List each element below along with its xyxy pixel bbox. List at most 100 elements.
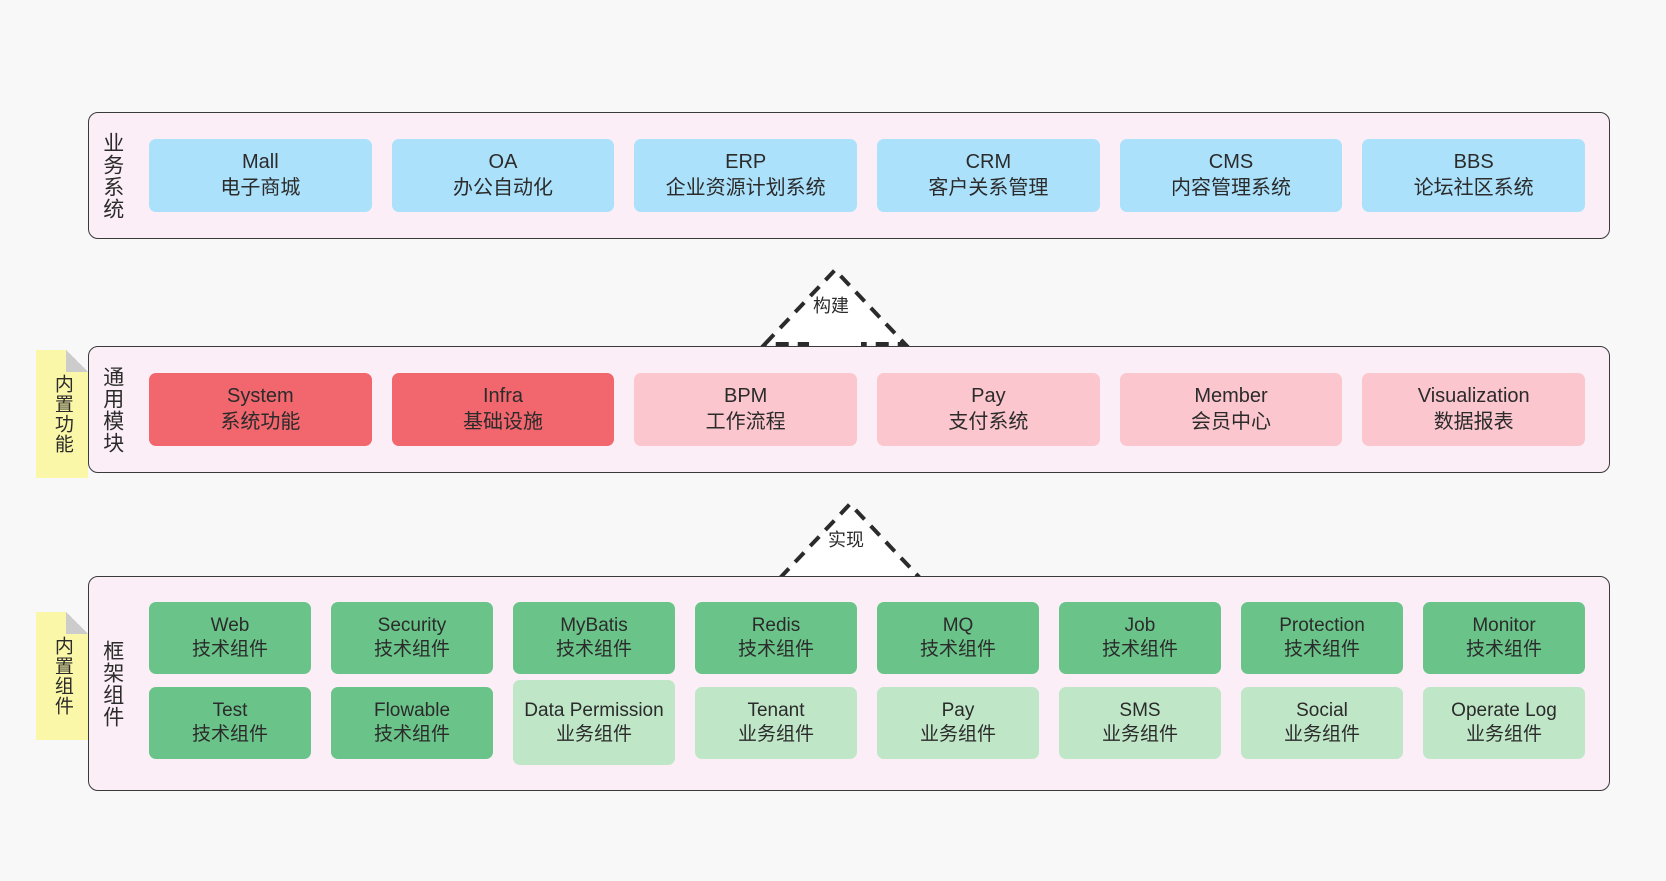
layer-framework-title: 框架组件 — [100, 639, 124, 728]
node-mall-cn: 电子商城 — [220, 176, 301, 199]
node-operate-log-en: Operate Log — [1451, 700, 1557, 722]
node-test-cn: 技术组件 — [191, 724, 268, 745]
arrow-build: 构建 — [745, 256, 925, 398]
node-protection-cn: 技术组件 — [1283, 639, 1360, 660]
node-sms[interactable]: SMS 业务组件 — [1059, 687, 1221, 759]
note-builtin-functions-label: 内置功能 — [51, 374, 73, 454]
node-monitor-cn: 技术组件 — [1465, 639, 1542, 660]
note-builtin-components-label: 内置组件 — [51, 636, 73, 716]
framework-row-business: Test 技术组件 Flowable 技术组件 Data Permission … — [139, 680, 1595, 765]
node-job-cn: 技术组件 — [1101, 639, 1178, 660]
node-member-cn: 会员中心 — [1191, 410, 1272, 433]
layer-common-modules: 通用模块 System 系统功能 Infra 基础设施 BPM 工作流程 Pay… — [88, 346, 1610, 473]
node-monitor[interactable]: Monitor 技术组件 — [1423, 602, 1585, 674]
node-protection[interactable]: Protection 技术组件 — [1241, 602, 1403, 674]
node-erp[interactable]: ERP 企业资源计划系统 — [634, 139, 858, 212]
node-infra-cn: 基础设施 — [463, 410, 543, 433]
node-data-permission-en: Data Permission — [524, 699, 664, 721]
node-oa[interactable]: OA 办公自动化 — [391, 139, 615, 212]
node-test[interactable]: Test 技术组件 — [149, 687, 311, 759]
node-security-cn: 技术组件 — [373, 639, 450, 660]
node-web-en: Web — [210, 615, 250, 637]
node-cms-cn: 内容管理系统 — [1171, 176, 1292, 199]
layer-business-nodes: Mall 电子商城 OA 办公自动化 ERP 企业资源计划系统 CRM 客户关系… — [135, 113, 1609, 238]
node-mybatis-cn: 技术组件 — [555, 639, 632, 660]
node-cms[interactable]: CMS 内容管理系统 — [1119, 139, 1343, 212]
node-system[interactable]: System 系统功能 — [149, 373, 372, 446]
node-monitor-en: Monitor — [1472, 615, 1536, 637]
layer-common-title: 通用模块 — [100, 365, 124, 454]
node-flowable-cn: 技术组件 — [373, 724, 450, 745]
layer-common-nodes: System 系统功能 Infra 基础设施 BPM 工作流程 Pay 支付系统… — [135, 347, 1609, 472]
arrow-build-label: 构建 — [813, 296, 849, 316]
node-web[interactable]: Web 技术组件 — [149, 602, 311, 674]
node-pay-module-en: Pay — [971, 385, 1006, 408]
node-pay-module[interactable]: Pay 支付系统 — [877, 373, 1100, 446]
node-mq[interactable]: MQ 技术组件 — [877, 602, 1039, 674]
node-bbs-en: BBS — [1453, 151, 1494, 174]
framework-row-technical: Web 技术组件 Security 技术组件 MyBatis 技术组件 Redi… — [139, 602, 1595, 674]
node-bpm-en: BPM — [724, 385, 768, 408]
node-member[interactable]: Member 会员中心 — [1119, 373, 1343, 446]
node-flowable-en: Flowable — [373, 700, 451, 722]
node-bpm-cn: 工作流程 — [705, 410, 786, 433]
node-system-en: System — [226, 385, 294, 408]
node-job[interactable]: Job 技术组件 — [1059, 602, 1221, 674]
node-visualization-en: Visualization — [1417, 385, 1530, 408]
node-oa-cn: 办公自动化 — [453, 176, 553, 199]
node-visualization-cn: 数据报表 — [1433, 410, 1514, 433]
node-infra[interactable]: Infra 基础设施 — [391, 373, 615, 446]
node-operate-log-cn: 业务组件 — [1465, 724, 1542, 745]
node-social-en: Social — [1296, 700, 1348, 722]
node-pay-component[interactable]: Pay 业务组件 — [877, 687, 1039, 759]
node-social[interactable]: Social 业务组件 — [1241, 687, 1403, 759]
node-crm[interactable]: CRM 客户关系管理 — [877, 139, 1100, 212]
node-mq-en: MQ — [942, 615, 974, 637]
node-sms-cn: 业务组件 — [1101, 724, 1178, 745]
arrow-implement: 实现 — [760, 490, 940, 632]
node-redis-en: Redis — [751, 615, 801, 637]
node-data-permission-cn: 业务组件 — [555, 723, 632, 745]
node-tenant[interactable]: Tenant 业务组件 — [695, 687, 857, 759]
layer-framework-components: 框架组件 Web 技术组件 Security 技术组件 MyBatis 技术组件… — [88, 576, 1610, 791]
layer-business-title: 业务系统 — [100, 131, 124, 220]
node-mybatis[interactable]: MyBatis 技术组件 — [513, 602, 675, 674]
node-operate-log[interactable]: Operate Log 业务组件 — [1423, 687, 1585, 759]
node-mybatis-en: MyBatis — [560, 615, 628, 637]
note-builtin-components: 内置组件 — [36, 612, 88, 740]
node-pay-component-en: Pay — [941, 700, 975, 722]
layer-framework-nodes: Web 技术组件 Security 技术组件 MyBatis 技术组件 Redi… — [135, 577, 1609, 790]
node-mall-en: Mall — [242, 151, 279, 174]
node-crm-en: CRM — [965, 151, 1012, 174]
node-flowable[interactable]: Flowable 技术组件 — [331, 687, 493, 759]
node-sms-en: SMS — [1119, 700, 1161, 722]
note-builtin-functions: 内置功能 — [36, 350, 88, 478]
node-mall[interactable]: Mall 电子商城 — [149, 139, 372, 212]
node-test-en: Test — [212, 700, 248, 722]
node-data-permission[interactable]: Data Permission 业务组件 — [513, 680, 675, 765]
node-crm-cn: 客户关系管理 — [928, 176, 1049, 199]
node-redis[interactable]: Redis 技术组件 — [695, 602, 857, 674]
arrow-implement-label: 实现 — [828, 530, 864, 550]
node-web-cn: 技术组件 — [191, 639, 268, 660]
node-social-cn: 业务组件 — [1283, 724, 1360, 745]
node-erp-cn: 企业资源计划系统 — [665, 176, 826, 199]
node-erp-en: ERP — [725, 151, 767, 174]
node-member-en: Member — [1194, 385, 1268, 408]
node-job-en: Job — [1124, 615, 1156, 637]
node-security-en: Security — [377, 615, 447, 637]
node-visualization[interactable]: Visualization 数据报表 — [1362, 373, 1586, 446]
node-infra-en: Infra — [482, 385, 524, 408]
node-bpm[interactable]: BPM 工作流程 — [634, 373, 858, 446]
node-tenant-cn: 业务组件 — [737, 724, 814, 745]
node-redis-cn: 技术组件 — [737, 639, 814, 660]
node-pay-module-cn: 支付系统 — [948, 410, 1029, 433]
node-bbs[interactable]: BBS 论坛社区系统 — [1362, 139, 1586, 212]
node-bbs-cn: 论坛社区系统 — [1413, 176, 1534, 199]
note-fold-corner-icon — [66, 612, 88, 634]
node-oa-en: OA — [488, 151, 518, 174]
node-security[interactable]: Security 技术组件 — [331, 602, 493, 674]
node-protection-en: Protection — [1279, 615, 1365, 637]
node-pay-component-cn: 业务组件 — [919, 724, 996, 745]
